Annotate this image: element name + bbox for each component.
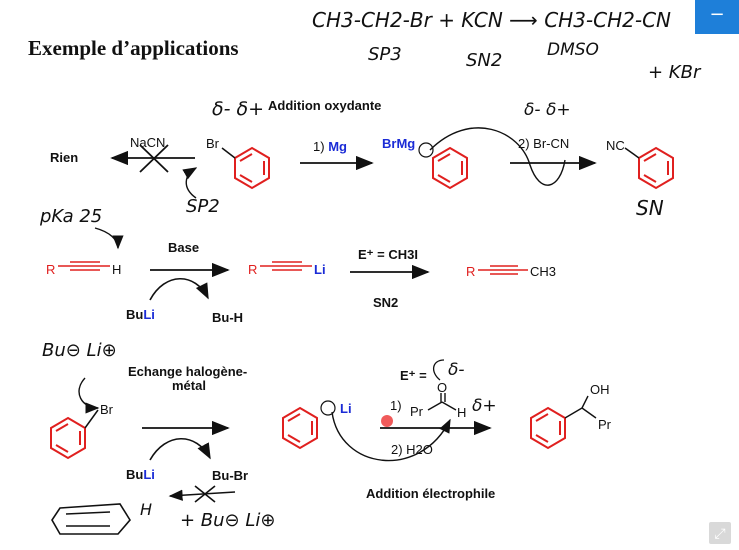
note-kbr: + KBr xyxy=(648,62,701,83)
label-h-aldehyde: H xyxy=(457,405,467,420)
curved-arrow-bu-attack xyxy=(78,377,100,414)
note-top-equation: CH3-CH2-Br + KCN ⟶ CH3-CH2-CN xyxy=(312,8,672,32)
label-step1: 1) Mg xyxy=(313,139,347,154)
label-r1: R xyxy=(46,262,56,277)
sp2-pointer-arrow xyxy=(182,167,198,199)
benzene-row3-product xyxy=(530,406,566,450)
label-nacn: NaCN xyxy=(130,135,166,150)
benzene-row1-grignard xyxy=(432,146,468,190)
label-buli-row3: BuLi xyxy=(126,467,155,482)
section-title-addition-oxydante: Addition oxydante xyxy=(268,98,382,113)
sketch-cross-2 xyxy=(194,485,216,503)
label-pr: Pr xyxy=(410,404,423,419)
cross-line-2 xyxy=(139,144,169,173)
circle-carbanion-row1 xyxy=(418,142,434,158)
label-rien: Rien xyxy=(50,150,79,165)
aldehyde-structure xyxy=(427,393,457,411)
alkyne-row2-lithium xyxy=(260,261,312,271)
curved-arrow-buli-row3 xyxy=(149,437,211,461)
alkyne-row2-start xyxy=(58,261,110,271)
circle-carbanion-row3 xyxy=(320,400,336,416)
label-step2: 2) Br-CN xyxy=(518,136,570,151)
label-base: Base xyxy=(168,240,200,255)
label-sn2: SN2 xyxy=(373,295,399,310)
label-echange-line1: Echange halogène- xyxy=(128,364,248,379)
note-dmso: DMSO xyxy=(547,40,599,60)
note-bottom-h: H xyxy=(140,500,153,519)
label-electrophile-row3: E⁺ = xyxy=(400,368,427,383)
label-ch3: CH3 xyxy=(530,264,557,279)
label-r3: R xyxy=(466,264,476,279)
sketch-benzene-bottom xyxy=(51,503,131,535)
benzene-row1-benzonitrile xyxy=(638,146,674,190)
note-sn: SN xyxy=(636,196,664,220)
label-echange-line2: métal xyxy=(172,378,206,393)
label-buh: Bu-H xyxy=(212,310,244,325)
label-brmg: BrMg xyxy=(382,136,416,151)
pka-pointer-arrow xyxy=(94,227,124,250)
label-br-row3: Br xyxy=(100,402,113,417)
label-li-alkyne: Li xyxy=(314,262,326,277)
buli-row2-bu: Bu xyxy=(126,307,144,322)
note-pka: pKa 25 xyxy=(40,206,103,227)
curved-arrow-grignard xyxy=(429,127,566,186)
note-delta-br: δ- δ+ xyxy=(212,98,265,120)
buli-row2-li: Li xyxy=(143,307,155,322)
buli-row3-li: Li xyxy=(143,467,155,482)
curved-arrow-addition xyxy=(331,411,451,462)
alkyne-row2-product xyxy=(478,265,528,275)
label-o: O xyxy=(437,380,448,395)
note-sn2: SN2 xyxy=(466,50,503,71)
note-bottom-buli: + Bu⊖ Li⊕ xyxy=(180,510,276,531)
alcohol-side-chain xyxy=(564,395,597,419)
benzene-row3-bromobenzene xyxy=(50,416,86,460)
label-pr-product: Pr xyxy=(598,417,611,432)
curved-arrow-buli-row2 xyxy=(149,277,209,301)
sketch-arrow-bottom xyxy=(168,489,236,501)
label-br-row1: Br xyxy=(206,136,219,151)
note-sp3: SP3 xyxy=(368,44,402,65)
expand-icon[interactable]: ⤢ xyxy=(709,522,731,544)
label-step1-row3: 1) xyxy=(390,398,402,413)
note-delta-brcn: δ- δ+ xyxy=(524,100,571,120)
curved-arrow-carbonyl xyxy=(433,359,445,381)
label-nc: NC xyxy=(606,138,625,153)
bond-c-cn xyxy=(624,147,640,159)
bond-c-br-row3 xyxy=(84,409,99,429)
bond-c-br-row1 xyxy=(221,147,236,159)
label-h-alkyne: H xyxy=(112,262,122,277)
label-electrophile-ch3i: E⁺ = CH3I xyxy=(358,247,418,262)
label-r2: R xyxy=(248,262,258,277)
benzene-row1-bromobenzene xyxy=(234,146,270,190)
label-step2-row3: 2) H2O xyxy=(391,442,433,457)
cursor-dot xyxy=(381,415,393,427)
minimize-button[interactable]: − xyxy=(695,0,739,34)
label-addition-electrophile: Addition électrophile xyxy=(366,486,496,501)
label-oh: OH xyxy=(590,382,610,397)
note-sp2: SP2 xyxy=(186,196,220,217)
buli-row3-bu: Bu xyxy=(126,467,144,482)
note-bu-li: Bu⊖ Li⊕ xyxy=(42,340,117,361)
step1-prefix: 1) xyxy=(313,139,325,154)
note-delta-plus: δ+ xyxy=(472,396,497,416)
page-title: Exemple d’applications xyxy=(28,36,239,60)
label-buli-row2: BuLi xyxy=(126,307,155,322)
benzene-row3-phenyllithium xyxy=(282,406,318,450)
label-bubr: Bu-Br xyxy=(212,468,249,483)
note-delta-minus: δ- xyxy=(448,360,465,380)
label-li-phenyl: Li xyxy=(340,401,352,416)
step1-reagent: Mg xyxy=(328,139,347,154)
